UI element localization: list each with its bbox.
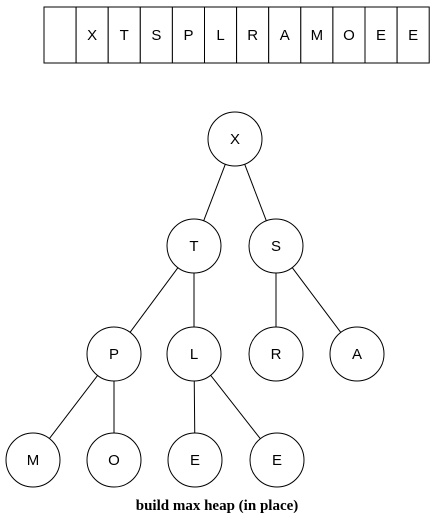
tree-node-label: T xyxy=(189,238,198,255)
tree-edge xyxy=(210,374,261,440)
array-cell: O xyxy=(332,6,366,64)
tree-node-label: E xyxy=(190,452,200,469)
array-cell-label: E xyxy=(408,27,418,44)
tree-node-label: A xyxy=(352,346,362,363)
tree-node-label: P xyxy=(109,346,119,363)
tree-node-circle xyxy=(249,432,305,488)
tree-node: M xyxy=(5,432,61,488)
array-cell-label: A xyxy=(280,27,290,44)
tree-node-circle xyxy=(86,432,142,488)
tree-node-circle xyxy=(166,326,222,382)
tree-node-label: O xyxy=(108,452,120,469)
diagram-caption: build max heap (in place) xyxy=(136,498,299,514)
array-cell xyxy=(43,6,77,64)
tree-edges xyxy=(48,164,342,440)
array-cell: R xyxy=(236,6,270,64)
tree-node: R xyxy=(248,326,304,382)
tree-node-circle xyxy=(86,326,142,382)
array-cell: X xyxy=(75,6,109,64)
tree-node-circle xyxy=(207,111,263,167)
tree-node: E xyxy=(167,432,223,488)
tree-node-circle xyxy=(5,432,61,488)
tree-node-label: M xyxy=(27,452,40,469)
array-cell-label: T xyxy=(120,27,129,44)
tree-node-circle xyxy=(167,432,223,488)
tree-node: E xyxy=(249,432,305,488)
tree-node-circle xyxy=(248,326,304,382)
array-cell: S xyxy=(139,6,173,64)
tree-node-label: S xyxy=(271,238,281,255)
tree-node: L xyxy=(166,326,222,382)
tree-edge xyxy=(203,164,226,221)
tree-node: T xyxy=(166,218,222,274)
array-cell: T xyxy=(107,6,141,64)
array-cell-label: S xyxy=(151,27,161,44)
tree-edge xyxy=(48,375,99,439)
heap-tree: X T S P L R A M O E E xyxy=(5,111,385,488)
tree-node: A xyxy=(329,326,385,382)
array-cell: L xyxy=(204,6,238,64)
array-cell-label: X xyxy=(87,27,97,44)
tree-edge xyxy=(291,267,342,333)
tree-node-circle xyxy=(329,326,385,382)
array-cell-label: M xyxy=(311,27,324,44)
tree-node: P xyxy=(86,326,142,382)
array-cell: E xyxy=(396,6,430,64)
array-cell-label: O xyxy=(343,27,355,44)
tree-node-label: E xyxy=(272,452,282,469)
tree-node-label: L xyxy=(190,346,198,363)
array-cell: E xyxy=(364,6,398,64)
array-cell: A xyxy=(268,6,302,64)
tree-node-label: R xyxy=(271,346,282,363)
array-cell-label: R xyxy=(247,27,258,44)
tree-node-circle xyxy=(248,218,304,274)
array-cell-label: E xyxy=(376,27,386,44)
array-cell-label: P xyxy=(183,27,193,44)
tree-edge xyxy=(244,164,267,221)
array-cell: P xyxy=(171,6,205,64)
tree-node-label: X xyxy=(230,131,240,148)
array-cell: M xyxy=(300,6,334,64)
tree-node: O xyxy=(86,432,142,488)
array-cell-label: L xyxy=(216,27,224,44)
tree-node: S xyxy=(248,218,304,274)
tree-node: X xyxy=(207,111,263,167)
tree-node-circle xyxy=(166,218,222,274)
tree-edge xyxy=(129,267,179,333)
